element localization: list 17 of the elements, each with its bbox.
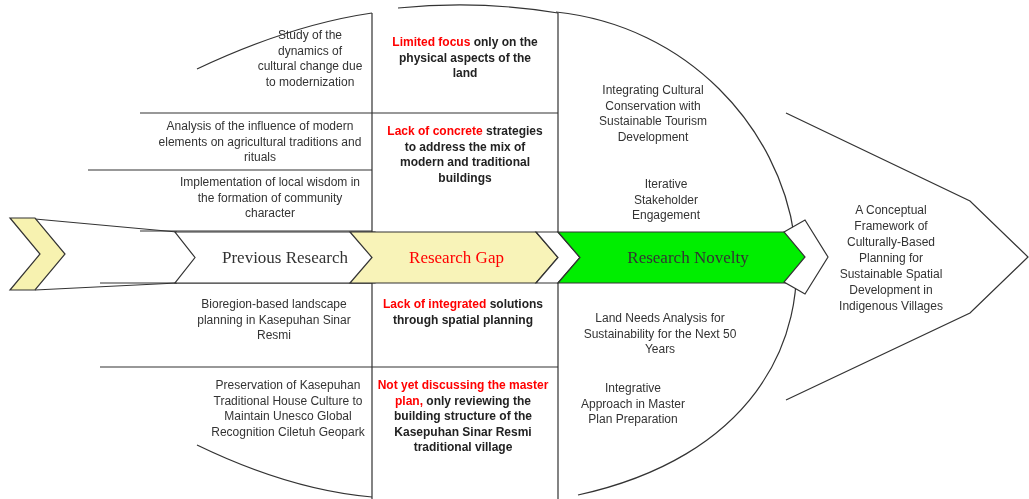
cell-text: Land Needs Analysis for Sustainability for the Next 50 Years bbox=[582, 311, 738, 358]
research-gap-text: Not yet discussing the master plan, only reviewing the building structure of the Kasepuhan Sinar Resmi traditional village bbox=[376, 378, 550, 456]
cell-text: Implementation of local wisdom in the formation of community character bbox=[178, 175, 362, 222]
cell-text: Study of the dynamics of cultural change due to modernization bbox=[257, 28, 363, 90]
research-gap-text: Lack of concrete strategies to address the mix of modern and traditional buildings bbox=[386, 124, 544, 186]
cell-text: Bioregion-based landscape planning in Kasepuhan Sinar Resmi bbox=[196, 297, 352, 344]
cell-text: Integrating Cultural Conservation with Sustainable Tourism Development bbox=[598, 83, 708, 145]
node-label: Research Novelty bbox=[627, 247, 749, 268]
cell-text: Analysis of the influence of modern elements on agricultural traditions and rituals bbox=[157, 119, 363, 166]
research-gap-text: Limited focus only on the physical aspects of the land bbox=[391, 35, 539, 82]
node-label: Previous Research bbox=[221, 247, 349, 268]
node-label: Research Gap bbox=[409, 247, 504, 268]
cell-text: Preservation of Kasepuhan Traditional House Culture to Maintain Unesco Global Recognition Ciletuh Geopark bbox=[210, 378, 366, 440]
research-gap-text: Lack of integrated solutions through spatial planning bbox=[382, 297, 544, 328]
node-label: A Conceptual Framework of Culturally-Based Planning for Sustainable Spatial Development in Indigenous Villages bbox=[838, 202, 944, 314]
cell-text: Iterative Stakeholder Engagement bbox=[630, 177, 702, 224]
cell-text: Integrative Approach in Master Plan Preparation bbox=[579, 381, 687, 428]
